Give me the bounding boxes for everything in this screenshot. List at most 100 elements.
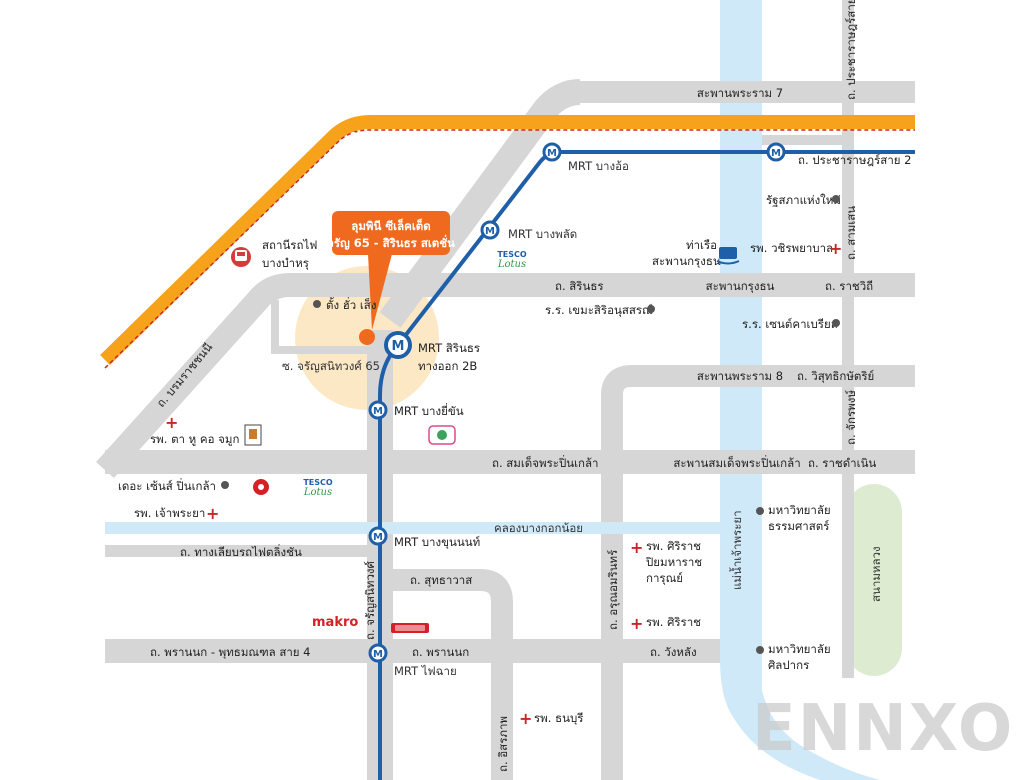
bridge-rama7-label: สะพานพระราม 7 [697,86,783,100]
road-wisutkasat-label: ถ. วิสุทธิกษัตริย์ [797,369,874,383]
road-sirindhorn-label: ถ. สิรินธร [555,279,604,293]
poi-dot-icon [832,319,840,327]
mrt-station-sirindhorn[interactable]: M [384,331,412,359]
road-thang-liap-label: ถ. ทางเลียบรถไฟตลิ่งชัน [180,544,302,559]
m-icon: M [373,649,383,660]
chao-phraya-river [720,0,880,780]
road-charan65-label: ซ. จรัญสนิทวงศ์ 65 [282,359,380,373]
vajira-hospital-label: รพ. วชิรพยาบาล [750,241,833,255]
road-wanglang-label: ถ. วังหลัง [650,645,697,659]
poi-dot-icon [756,507,764,515]
road-phrannok-label: ถ. พรานนก [412,645,469,659]
hospital-cross-icon: + [165,413,178,432]
train-station-icon [231,247,251,267]
building-logo-icon [244,424,262,446]
road-itsaraphap-label: ถ. อิสรภาพ [496,716,510,772]
railway-dashed-line [104,129,915,369]
khlong-bangkok-noi [105,522,720,534]
mrt-bang-khun-non-label: MRT บางขุนนนท์ [394,535,480,549]
tesco-lotus-logo: TESCO Lotus [497,250,527,270]
river-label: แม่น้ำเจ้าพระยา [729,510,744,590]
thammasat-label-1: มหาวิทยาลัย [768,503,831,517]
hospital-cross-icon: + [630,614,643,633]
pier-label-2: สะพานกรุงธน [652,254,721,268]
tesco-text: TESCO [303,478,333,487]
train-station-label-2: บางบำหรุ [262,256,309,270]
mrt-fai-chai-label: MRT ไฟฉาย [394,664,457,678]
mrt-bang-yi-khan-label: MRT บางยี่ขัน [394,403,464,418]
boat-icon [716,247,740,265]
tesco-text: TESCO [497,250,527,259]
project-callout[interactable]: ลุมพินี ซีเล็คเต็ด จรัญ 65 - สิรินธร สเต… [327,211,455,330]
m-icon: M [373,532,383,543]
train-station-label-1: สถานีรถไฟ [262,238,317,252]
poi-dot-icon [647,305,655,313]
bridge-rama8: สะพานพระราม 8 [697,369,783,383]
road-somdet-label: ถ. สมเด็จพระปิ่นเกล้า [492,455,599,470]
silpakorn-label-1: มหาวิทยาลัย [768,642,831,656]
mrt-station-bang-yi-khan[interactable]: M [368,400,388,420]
st-gabriel-school-label: ร.ร. เซนต์คาเบรียล [742,317,838,331]
road-phrannok-phutthamonthon-label: ถ. พรานนก - พุทธมณฑล สาย 4 [150,645,311,659]
tesco-lotus-logo: TESCO Lotus [303,478,333,498]
mrt-sirindhorn-label: MRT สิรินธร [418,341,480,355]
siriraj-piyamaharat-label-3: การุณย์ [646,571,683,585]
m-icon: M [392,339,405,354]
tang-hua-seng-label: ตั้ง ฮั่ว เส็ง [326,297,376,312]
mrt-station-bang-phlat[interactable]: M [480,220,500,240]
road-pracharat1-label: ถ. ประชาราษฎร์สาย 1 [844,0,858,100]
chaophraya-hospital-label: รพ. เจ้าพระยา [134,506,205,520]
starburst-logo-icon [253,479,269,495]
mrt-sirindhorn-exit-label: ทางออก 2B [418,359,477,373]
mrt-pracharat2-label: ถ. ประชาราษฎร์สาย 2 [798,153,912,167]
central-logo-icon [428,425,456,445]
thonburi-hospital-label: รพ. ธนบุรี [534,711,583,725]
parliament-label: รัฐสภาแห่งใหม่ [766,193,841,207]
poi-dot-icon [221,481,229,489]
m-icon: M [373,406,383,417]
bridge-rama8-label: สะพานพระราม 8 [697,369,783,383]
the-scene-label: เดอะ เซ้นส์ ปิ่นเกล้า [118,478,216,493]
bridge-rama7: สะพานพระราม 7 [697,84,783,102]
thammasat-label-2: ธรรมศาสตร์ [768,519,829,533]
mrt-station-bang-khun-non[interactable]: M [368,526,388,546]
bridge-krungthon: สะพานกรุงธน [706,279,775,293]
m-icon: M [485,226,495,237]
watermark-text: ENNXO [752,692,1014,766]
callout-line2: จรัญ 65 - สิรินธร สเตชั่น [327,234,455,250]
sanam-luang-label: สนามหลวง [869,546,883,602]
siriraj-piyamaharat-label-1: รพ. ศิริราช [646,539,701,553]
road-chakkraphong-label: ถ. จักรพงษ์ [844,390,858,445]
hospital-cross-icon: + [206,504,219,523]
project-location-pin[interactable] [359,329,375,345]
road-sutthawat-label: ถ. สุทธาวาส [410,573,472,587]
mrt-bang-o-label: MRT บางอ้อ [568,159,629,173]
mrt-station-fai-chai[interactable]: M [368,643,388,663]
pier-label-1: ท่าเรือ [686,238,717,252]
roads [96,0,915,780]
mrt-station-pracharat2[interactable]: M [766,142,786,162]
road-ratchadamnoen-label: ถ. ราชดำเนิน [808,456,876,470]
shop-logo-icon [391,623,429,633]
m-icon: M [547,148,557,159]
bridge-krungthon-label: สะพานกรุงธน [706,279,775,293]
sanam-luang-park [846,484,902,676]
callout-line1: ลุมพินี ซีเล็คเต็ด [351,218,430,234]
road-arun-amarin-label: ถ. อรุณอมรินทร์ [606,550,620,630]
silpakorn-label-2: ศิลปากร [768,658,809,672]
siriraj-piyamaharat-label-2: ปิยมหาราช [645,555,702,569]
m-icon: M [771,148,781,159]
siriraj-hospital-label: รพ. ศิริราช [646,615,701,629]
lotus-text: Lotus [303,487,332,498]
eye-ent-hospital-label: รพ. ตา หู คอ จมูก [150,432,239,446]
makro-logo: makro [312,615,358,630]
bridge-somdet: สะพานสมเด็จพระปิ่นเกล้า [673,455,800,470]
poi-dot-icon [832,195,840,203]
mrt-station-bang-o[interactable]: M [542,142,562,162]
hospital-cross-icon: + [630,538,643,557]
khemasiri-school-label: ร.ร. เขมะสิริอนุสสรณ์ [545,303,653,317]
road-samsen-label: ถ. สามเสน [844,206,858,260]
bridge-somdet-label: สะพานสมเด็จพระปิ่นเกล้า [673,455,800,470]
hospital-cross-icon: + [829,239,842,258]
